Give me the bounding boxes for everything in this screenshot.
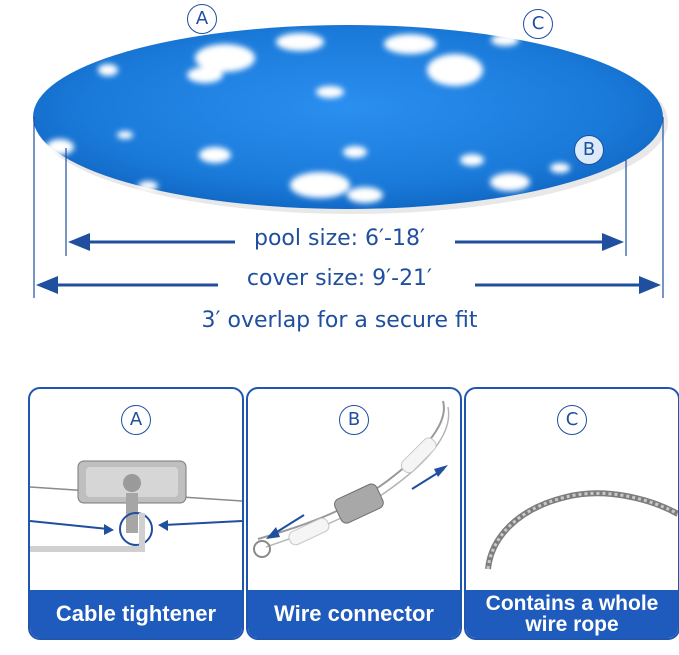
- marker-b: B: [574, 135, 604, 165]
- marker-a-panel: A: [121, 405, 151, 435]
- panel-wire-connector: B Wire connector: [246, 387, 462, 640]
- panel-cable-tightener: A Cable tightener: [28, 387, 244, 640]
- cover-size-label: cover size: 9′-21′: [0, 266, 679, 291]
- caption-wire-rope: Contains a whole wire rope: [466, 590, 678, 638]
- caption-wire-connector: Wire connector: [248, 590, 460, 638]
- pool-size-label: pool size: 6′-18′: [0, 226, 679, 251]
- cover-size-arrow: [36, 276, 661, 294]
- cable-tightener-photo: [30, 460, 242, 552]
- wire-rope-photo: [485, 490, 678, 570]
- marker-c: C: [523, 9, 553, 39]
- wire-connector-photo: [253, 400, 450, 558]
- dimension-extension-lines: [33, 117, 664, 298]
- marker-a: A: [187, 4, 217, 34]
- pool-size-arrow: [68, 233, 624, 251]
- caption-cable-tightener: Cable tightener: [30, 590, 242, 638]
- pool-size-text: pool size: 6′-18′: [246, 226, 433, 251]
- marker-b-panel: B: [339, 405, 369, 435]
- overlap-note: 3′ overlap for a secure fit: [201, 308, 478, 333]
- pool-cover-illustration: [33, 25, 668, 298]
- cloud-pattern: [46, 33, 570, 203]
- panel-wire-rope: C Contains a whole wire rope: [464, 387, 679, 640]
- cover-size-text: cover size: 9′-21′: [238, 266, 441, 291]
- marker-c-panel: C: [557, 405, 587, 435]
